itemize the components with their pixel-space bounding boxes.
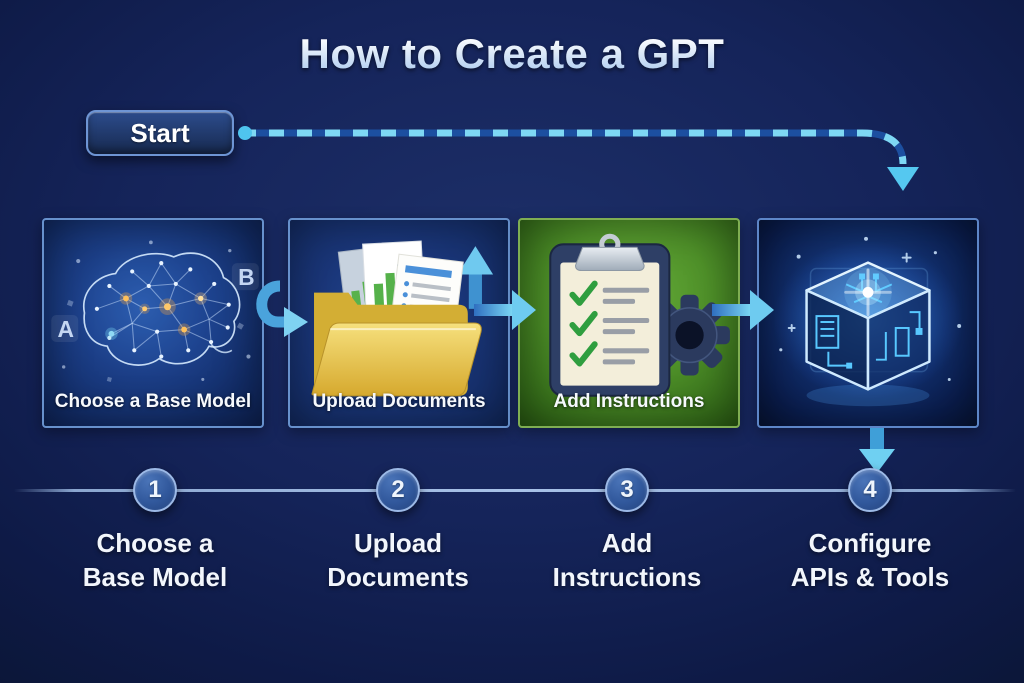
panel-caption-add-instructions: Add Instructions bbox=[553, 391, 705, 412]
page-title: How to Create a GPT bbox=[0, 30, 1024, 78]
flow-start-dot bbox=[238, 126, 252, 140]
panel-caption-upload-documents: Upload Documents bbox=[312, 391, 486, 412]
flow-arrowhead-down-icon bbox=[887, 167, 919, 191]
step-number: 3 bbox=[620, 476, 634, 503]
step-label-line: Instructions bbox=[552, 561, 702, 592]
step-label-line: Choose a bbox=[96, 528, 214, 558]
clipboard-checklist-gear-icon bbox=[549, 233, 730, 397]
letter-b-label: B bbox=[238, 264, 255, 290]
start-button-label: Start bbox=[130, 117, 190, 148]
step-circle-4: 4 bbox=[848, 468, 892, 512]
step-label-add-instructions: Add Instructions bbox=[497, 527, 757, 595]
step-circle-1: 1 bbox=[133, 468, 177, 512]
gear-icon bbox=[649, 294, 730, 376]
step-circle-3: 3 bbox=[605, 468, 649, 512]
step-label-line: Add bbox=[601, 528, 653, 558]
ai-cube-icon bbox=[772, 236, 964, 407]
step-label-line: Upload bbox=[353, 528, 443, 558]
panel-upload-documents: Upload Documents bbox=[288, 218, 510, 428]
down-arrow-icon bbox=[859, 428, 895, 473]
step-number: 4 bbox=[863, 476, 877, 503]
step-label-line: Base Model bbox=[82, 561, 228, 592]
start-button[interactable]: Start bbox=[86, 110, 234, 156]
step-label-line: Configure bbox=[808, 528, 932, 558]
panel-add-instructions: Add Instructions bbox=[518, 218, 740, 428]
step-label-line: APIs & Tools bbox=[790, 561, 950, 592]
step-number: 1 bbox=[148, 476, 162, 503]
step-number: 2 bbox=[391, 476, 405, 503]
panel-choose-base-model: A B bbox=[42, 218, 264, 428]
brain-network-icon: A B bbox=[51, 240, 259, 382]
panel-caption-choose-base-model: Choose a Base Model bbox=[54, 391, 252, 412]
timeline-line bbox=[14, 489, 1016, 492]
step-circle-2: 2 bbox=[376, 468, 420, 512]
panel-configure-apis-tools bbox=[757, 218, 979, 428]
step-label-configure-apis-tools: Configure APIs & Tools bbox=[740, 527, 1000, 595]
step-label-line: Documents bbox=[327, 561, 469, 592]
step-label-upload-documents: Upload Documents bbox=[268, 527, 528, 595]
upload-arrow-icon bbox=[457, 246, 494, 309]
folder-documents-icon bbox=[311, 240, 494, 397]
step-label-choose-base-model: Choose a Base Model bbox=[25, 527, 285, 595]
letter-a-label: A bbox=[57, 316, 73, 342]
